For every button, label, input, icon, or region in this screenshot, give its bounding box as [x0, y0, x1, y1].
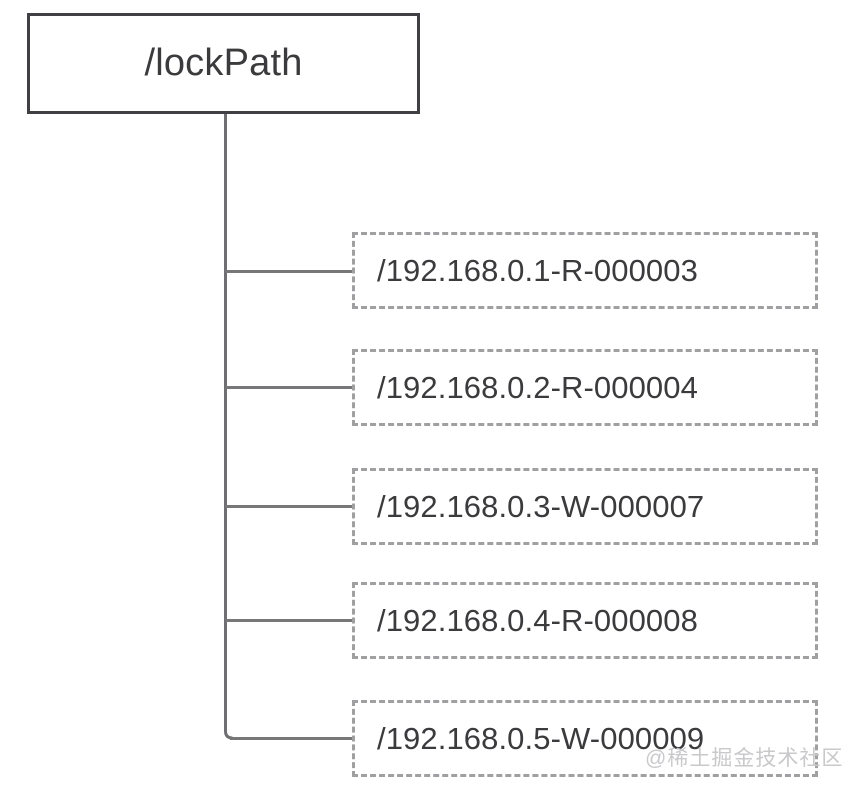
child-node-4[interactable]: /192.168.0.4-R-000008	[352, 582, 818, 659]
child-node-label-3: /192.168.0.3-W-000007	[377, 488, 705, 524]
child-node-label-4: /192.168.0.4-R-000008	[377, 602, 698, 638]
child-node-2[interactable]: /192.168.0.2-R-000004	[352, 349, 818, 426]
trunk-line	[224, 114, 233, 740]
child-node-label-1: /192.168.0.1-R-000003	[377, 252, 698, 288]
watermark-text: @稀土掘金技术社区	[645, 747, 844, 770]
child-node-1[interactable]: /192.168.0.1-R-000003	[352, 232, 818, 309]
child-node-5[interactable]: /192.168.0.5-W-000009	[352, 700, 818, 777]
child-node-label-2: /192.168.0.2-R-000004	[377, 369, 698, 405]
root-node-lockpath[interactable]: /lockPath	[27, 13, 420, 114]
root-node-label: /lockPath	[144, 42, 303, 84]
child-node-label-5: /192.168.0.5-W-000009	[377, 720, 705, 756]
child-node-3[interactable]: /192.168.0.3-W-000007	[352, 468, 818, 545]
